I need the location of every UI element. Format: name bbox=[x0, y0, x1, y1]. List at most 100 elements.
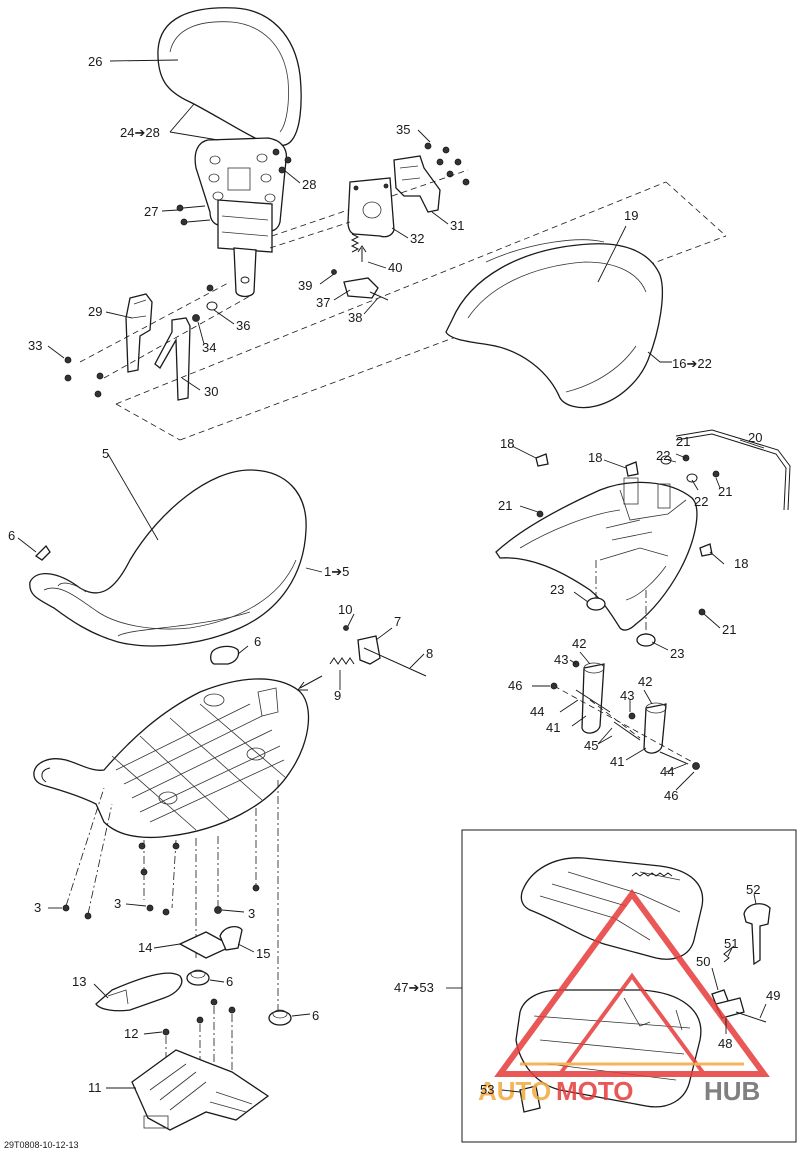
callout-33: 33 bbox=[28, 338, 42, 353]
clip-6-base bbox=[210, 645, 240, 665]
callout-labels: 26 24➔28 28 27 35 31 32 40 39 37 38 29 3… bbox=[8, 54, 780, 1097]
leader-lines bbox=[17, 59, 767, 1093]
nuts-35 bbox=[424, 142, 470, 186]
bracket-29 bbox=[125, 293, 153, 373]
callout-42-b: 42 bbox=[638, 674, 652, 689]
callout-22-a: 22 bbox=[656, 448, 670, 463]
callout-3-c: 3 bbox=[248, 906, 255, 921]
clip-18-a bbox=[535, 453, 549, 467]
washer-10 bbox=[343, 625, 349, 631]
grommet-23-b bbox=[636, 633, 656, 647]
clip-39 bbox=[331, 269, 337, 275]
clip-18-b bbox=[625, 461, 639, 477]
callout-24-28: 24➔28 bbox=[120, 125, 160, 140]
pin-38 bbox=[369, 291, 389, 301]
callout-3-b: 3 bbox=[114, 896, 121, 911]
latch-52 bbox=[743, 903, 771, 966]
callout-42-a: 42 bbox=[572, 636, 586, 651]
callout-21-b: 21 bbox=[718, 484, 732, 499]
latch-37 bbox=[343, 277, 379, 299]
pin-49 bbox=[735, 1011, 767, 1023]
callout-35: 35 bbox=[396, 122, 410, 137]
callout-5: 5 bbox=[102, 446, 109, 461]
callout-6-b: 6 bbox=[254, 634, 261, 649]
callout-39: 39 bbox=[298, 278, 312, 293]
seat-base-group bbox=[33, 625, 427, 1131]
callout-49: 49 bbox=[766, 988, 780, 1003]
callout-14: 14 bbox=[138, 940, 152, 955]
callout-29: 29 bbox=[88, 304, 102, 319]
callout-38: 38 bbox=[348, 310, 362, 325]
callout-18-c: 18 bbox=[734, 556, 748, 571]
callout-30: 30 bbox=[204, 384, 218, 399]
screws-33 bbox=[64, 356, 104, 398]
watermark-logo: AUTO MOTO HUB bbox=[478, 888, 770, 1106]
top-case bbox=[445, 243, 663, 409]
nuts-28 bbox=[272, 148, 292, 174]
callout-46-b: 46 bbox=[664, 788, 678, 803]
rack-group bbox=[495, 429, 791, 647]
callout-44-a: 44 bbox=[530, 704, 544, 719]
callout-21-d: 21 bbox=[722, 622, 736, 637]
callout-51: 51 bbox=[724, 936, 738, 951]
callout-46-a: 46 bbox=[508, 678, 522, 693]
callout-36: 36 bbox=[236, 318, 250, 333]
callout-47-53: 47➔53 bbox=[394, 980, 434, 995]
bracket-30 bbox=[154, 317, 191, 401]
callout-6-d: 6 bbox=[312, 1008, 319, 1023]
spring-40 bbox=[350, 233, 360, 253]
callout-41-b: 41 bbox=[610, 754, 624, 769]
callout-27: 27 bbox=[144, 204, 158, 219]
callout-15: 15 bbox=[256, 946, 270, 961]
backrest-group bbox=[64, 7, 727, 441]
callout-21-c: 21 bbox=[498, 498, 512, 513]
clip-6-top bbox=[34, 544, 51, 561]
callout-6-a: 6 bbox=[8, 528, 15, 543]
inset-border bbox=[461, 829, 797, 1143]
drawing-code: 29T0808-10-12-13 bbox=[4, 1140, 79, 1150]
callout-18-b: 18 bbox=[588, 450, 602, 465]
inset-frame bbox=[461, 829, 797, 1143]
floor-plate-11 bbox=[131, 1049, 270, 1131]
callout-53: 53 bbox=[480, 1082, 494, 1097]
callout-41-a: 41 bbox=[546, 720, 560, 735]
callout-52: 52 bbox=[746, 882, 760, 897]
callout-31: 31 bbox=[450, 218, 464, 233]
watermark-word-moto: MOTO bbox=[556, 1076, 634, 1106]
callout-10: 10 bbox=[338, 602, 352, 617]
callout-45: 45 bbox=[584, 738, 598, 753]
luggage-rack bbox=[495, 481, 698, 631]
callout-22-b: 22 bbox=[694, 494, 708, 509]
callout-23-a: 23 bbox=[550, 582, 564, 597]
tray-upper bbox=[520, 857, 704, 960]
callout-20: 20 bbox=[748, 430, 762, 445]
callout-7: 7 bbox=[394, 614, 401, 629]
clip-15 bbox=[219, 925, 243, 951]
screws-27 bbox=[176, 204, 211, 226]
screws-3 bbox=[62, 780, 279, 1010]
foot-53 bbox=[519, 1085, 541, 1113]
callout-13: 13 bbox=[72, 974, 86, 989]
callout-9: 9 bbox=[334, 688, 341, 703]
callout-16-22: 16➔22 bbox=[672, 356, 712, 371]
callout-40: 40 bbox=[388, 260, 402, 275]
callout-32: 32 bbox=[410, 231, 424, 246]
callout-48: 48 bbox=[718, 1036, 732, 1051]
top-case-group bbox=[445, 239, 663, 409]
callout-11: 11 bbox=[88, 1080, 102, 1095]
spring-9 bbox=[329, 657, 355, 665]
callout-19: 19 bbox=[624, 208, 638, 223]
callout-21-a: 21 bbox=[676, 434, 690, 449]
handle-41-b bbox=[643, 703, 667, 754]
mount-plate-32 bbox=[347, 177, 395, 238]
hinge-31 bbox=[393, 155, 441, 213]
handles-group bbox=[550, 660, 700, 770]
pad-13 bbox=[95, 972, 183, 1012]
callout-28: 28 bbox=[302, 177, 316, 192]
watermark-triangle bbox=[494, 888, 770, 1077]
callout-1-5: 1➔5 bbox=[324, 564, 349, 579]
callout-50: 50 bbox=[696, 954, 710, 969]
driver-seat-group bbox=[29, 469, 307, 647]
callout-43-b: 43 bbox=[620, 688, 634, 703]
